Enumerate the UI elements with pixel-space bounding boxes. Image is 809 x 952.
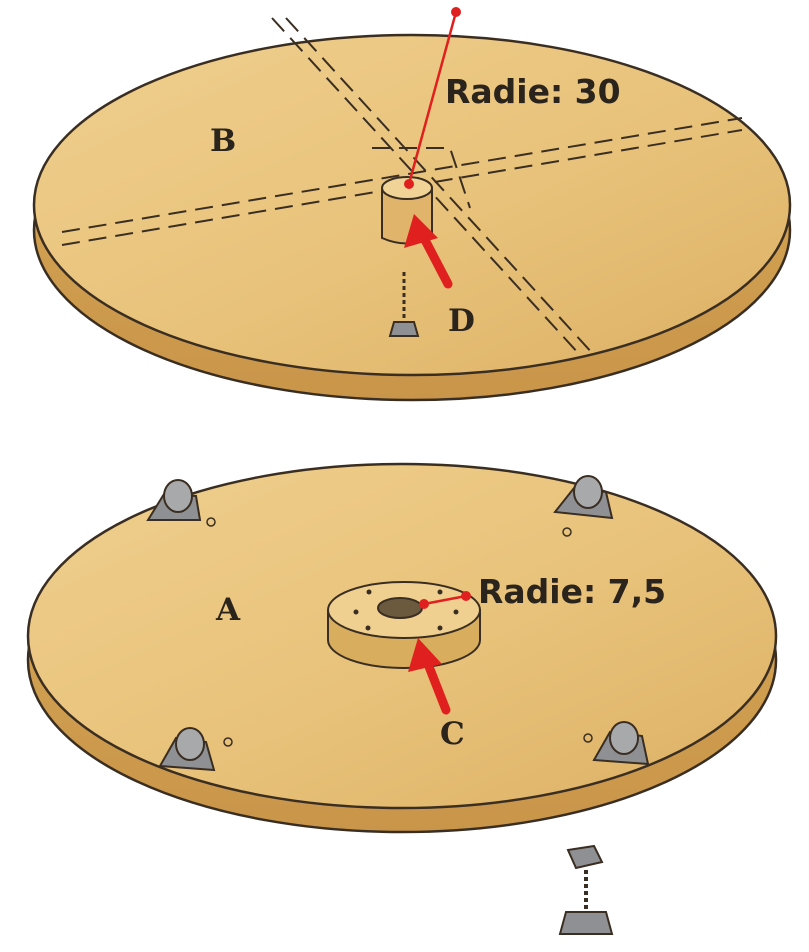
disc-a: Radie: 7,5 A C bbox=[26, 462, 778, 834]
caster-icon bbox=[146, 479, 216, 527]
caster-icon bbox=[583, 721, 650, 766]
label-b: B bbox=[210, 123, 236, 159]
label-a: A bbox=[215, 592, 241, 628]
label-c: C bbox=[440, 716, 465, 752]
radius-dot-a-edge bbox=[461, 591, 471, 601]
label-d: D bbox=[448, 303, 475, 339]
bolt-nut-a bbox=[558, 844, 614, 935]
radius-dot-a-center bbox=[419, 599, 429, 609]
arrow-c bbox=[408, 638, 451, 715]
caster-icon bbox=[553, 475, 614, 537]
radius-label-a: Radie: 7,5 bbox=[478, 572, 666, 611]
center-ring-c bbox=[327, 581, 481, 669]
disc-b: Radie: 30 B D bbox=[32, 7, 792, 402]
radius-line-b bbox=[407, 11, 458, 185]
radius-label-b: Radie: 30 bbox=[445, 72, 621, 111]
arrow-d bbox=[404, 214, 453, 289]
bolt-b bbox=[388, 272, 420, 337]
radius-dot-b-top bbox=[451, 7, 461, 17]
caster-icon bbox=[158, 727, 233, 772]
radius-dot-b-center bbox=[404, 179, 414, 189]
radius-line-a bbox=[423, 594, 467, 606]
